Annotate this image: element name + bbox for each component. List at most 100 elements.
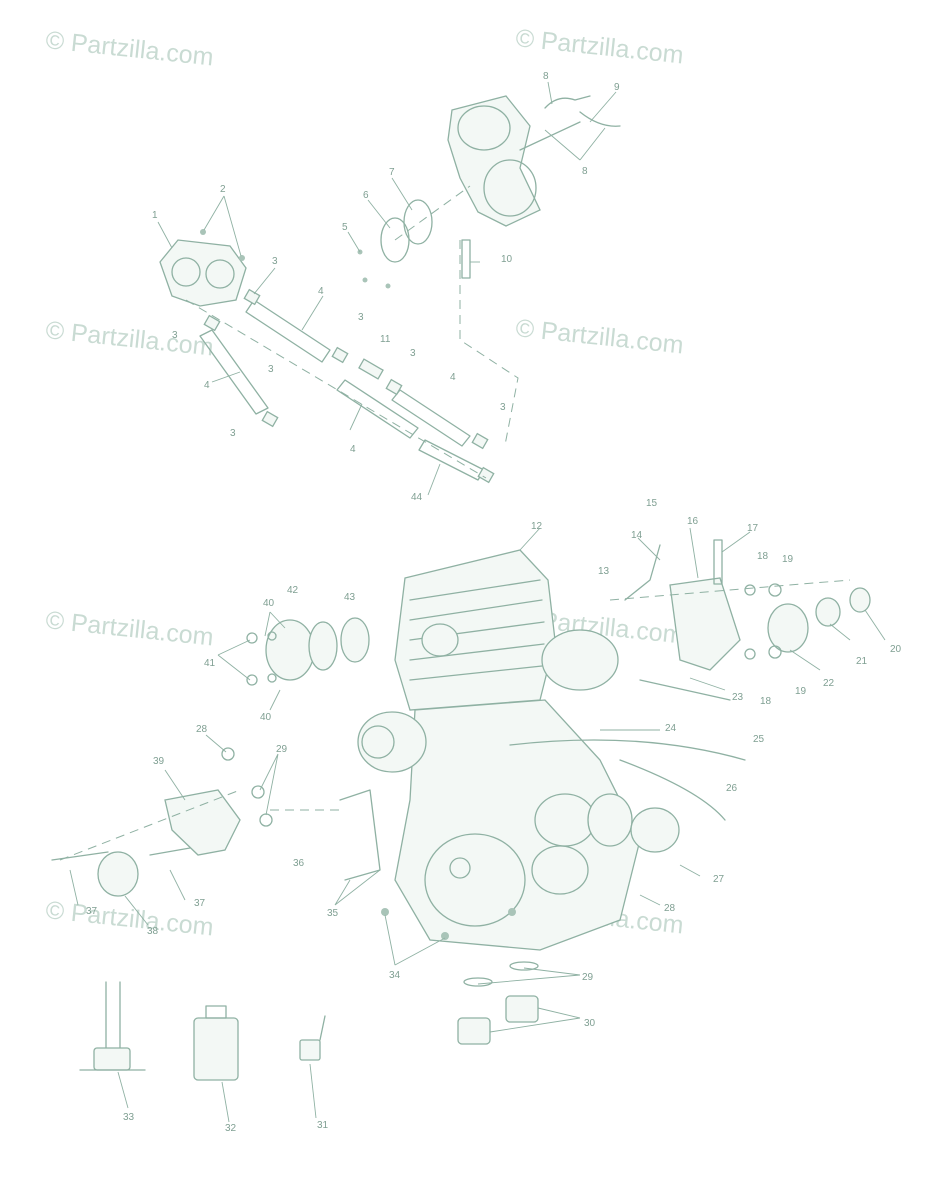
callout-number: 37 bbox=[86, 906, 98, 917]
callout-number: 4 bbox=[204, 380, 210, 391]
callout-labels: 1 2 3 3 3 3 3 3 3 4 4 4 4 44 5 6 7 8 8 9… bbox=[86, 71, 902, 1134]
callout-number: 38 bbox=[147, 926, 159, 937]
idler-pulley bbox=[767, 603, 809, 653]
pump-screw bbox=[200, 229, 206, 235]
hose-clamp bbox=[385, 378, 403, 396]
callout-number: 5 bbox=[342, 222, 348, 233]
head-fins bbox=[409, 579, 545, 681]
fuel-hose bbox=[418, 439, 485, 481]
callout-number: 3 bbox=[500, 402, 506, 413]
callout-number: 22 bbox=[823, 678, 835, 689]
fuel-pump-port bbox=[205, 259, 235, 289]
cam-cover bbox=[421, 623, 459, 657]
mount-bracket-assembly bbox=[51, 747, 381, 897]
sensor-wires bbox=[105, 981, 121, 1051]
idler-bracket bbox=[669, 577, 741, 671]
bracket-bolt bbox=[251, 785, 265, 799]
relay-wire bbox=[319, 1015, 326, 1041]
watermark: © Partzilla.com bbox=[44, 896, 214, 941]
idler-assembly bbox=[609, 539, 871, 671]
intake-nut bbox=[246, 632, 258, 644]
fuel-hose bbox=[391, 389, 471, 447]
hose-clamp bbox=[261, 410, 279, 428]
callout-number: 30 bbox=[584, 1018, 596, 1029]
callout-number: 14 bbox=[631, 530, 643, 541]
callout-number: 20 bbox=[890, 644, 902, 655]
watermark: © Partzilla.com bbox=[44, 26, 214, 71]
callout-number: 40 bbox=[263, 598, 275, 609]
carburetor-top-cover bbox=[457, 105, 511, 151]
callout-number: 26 bbox=[726, 783, 738, 794]
sensor bbox=[93, 1047, 131, 1071]
callout-number: 3 bbox=[172, 330, 178, 341]
callout-number: 24 bbox=[665, 723, 677, 734]
electrical-parts bbox=[79, 981, 326, 1081]
routing-line bbox=[59, 789, 241, 861]
bolt-head bbox=[768, 645, 782, 659]
callout-number: 3 bbox=[410, 348, 416, 359]
fuel-filter bbox=[358, 358, 384, 380]
oil-filter-cap bbox=[361, 725, 395, 759]
callout-number: 4 bbox=[450, 372, 456, 383]
exhaust-boot bbox=[531, 845, 589, 895]
stator-cover-center bbox=[449, 857, 471, 879]
callout-number: 3 bbox=[358, 312, 364, 323]
hose-clamp bbox=[471, 432, 489, 450]
exhaust-clamp bbox=[630, 807, 680, 853]
intake-gasket bbox=[308, 621, 338, 671]
callout-number: 29 bbox=[276, 744, 288, 755]
callout-number: 4 bbox=[350, 444, 356, 455]
callout-number: 6 bbox=[363, 190, 369, 201]
intake-assembly bbox=[246, 617, 370, 686]
callout-number: 43 bbox=[344, 592, 356, 603]
rubber-mount bbox=[97, 851, 139, 897]
callout-number: 7 bbox=[389, 167, 395, 178]
spacer bbox=[744, 648, 756, 660]
watermark: © Partzilla.com bbox=[514, 24, 684, 69]
watermark: © Partzilla.com bbox=[514, 314, 684, 359]
hose-clamp bbox=[203, 314, 221, 332]
carb-insulator bbox=[403, 199, 433, 245]
intake-nut bbox=[246, 674, 258, 686]
callout-number: 44 bbox=[411, 492, 423, 503]
routing-line bbox=[609, 579, 851, 601]
callout-number: 36 bbox=[293, 858, 305, 869]
throttle-cable bbox=[519, 121, 581, 151]
cap bbox=[849, 587, 871, 613]
long-bolt bbox=[51, 847, 191, 861]
callout-number: 13 bbox=[598, 566, 610, 577]
callout-number: 18 bbox=[760, 696, 772, 707]
bolt-head bbox=[768, 583, 782, 597]
engine-assembly bbox=[357, 549, 746, 1045]
callout-number: 34 bbox=[389, 970, 401, 981]
callout-number: 17 bbox=[747, 523, 759, 534]
exhaust-flange bbox=[587, 793, 633, 847]
callout-number: 21 bbox=[856, 656, 868, 667]
pump-screw bbox=[239, 255, 245, 261]
cdi-connector bbox=[205, 1005, 227, 1019]
fuel-hose bbox=[245, 299, 331, 363]
carb-insulator bbox=[380, 217, 410, 263]
callout-number: 8 bbox=[582, 166, 588, 177]
cylinder-head bbox=[394, 549, 556, 711]
watermark: © Partzilla.com bbox=[44, 606, 214, 651]
callout-number: 25 bbox=[753, 734, 765, 745]
callout-number: 12 bbox=[531, 521, 543, 532]
fuel-hose bbox=[199, 329, 269, 415]
callout-number: 2 bbox=[220, 184, 226, 195]
callout-number: 29 bbox=[582, 972, 594, 983]
routing-line bbox=[185, 299, 487, 479]
callout-number: 19 bbox=[795, 686, 807, 697]
fuel-hose bbox=[336, 379, 419, 439]
bracket-bolt bbox=[259, 813, 273, 827]
fuel-pump bbox=[159, 239, 247, 307]
callout-number: 18 bbox=[757, 551, 769, 562]
relay bbox=[299, 1039, 321, 1061]
callout-number: 10 bbox=[501, 254, 513, 265]
intake-nut bbox=[267, 631, 277, 641]
callout-number: 39 bbox=[153, 756, 165, 767]
stator-cover bbox=[424, 833, 526, 927]
fuel-pump-port bbox=[171, 257, 201, 287]
carburetor bbox=[447, 95, 541, 227]
wire-harness bbox=[339, 789, 381, 881]
